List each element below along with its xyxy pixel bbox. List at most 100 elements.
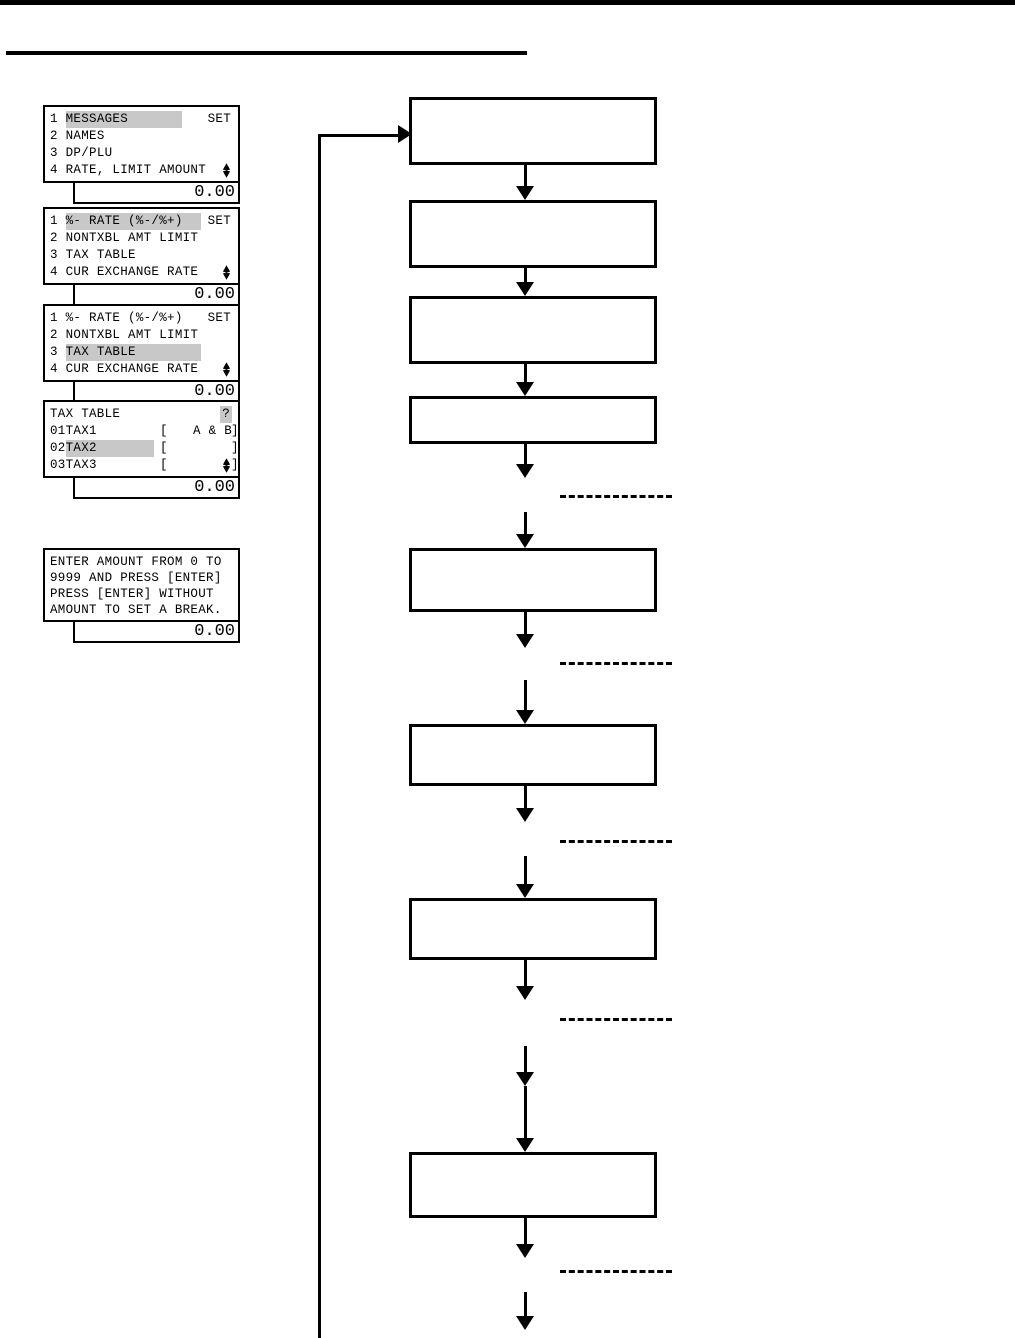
prompt-line: AMOUNT TO SET A BREAK. — [50, 603, 222, 617]
menu-row[interactable]: 3 DP/PLU — [50, 145, 233, 162]
flow-arrow-stem — [524, 612, 527, 636]
tax-row-value: [ — [160, 441, 168, 455]
tax-row-label: TAX3 — [65, 458, 97, 472]
menu-row-number: 3 — [50, 146, 66, 160]
amount-value: 0.00 — [194, 622, 235, 641]
flow-arrow-head — [516, 1072, 534, 1086]
menu-row-number: 1 — [50, 214, 66, 228]
menu-row[interactable]: 3 TAX TABLE — [50, 344, 233, 361]
flow-arrow-stem — [524, 1046, 527, 1074]
help-icon[interactable]: ? — [220, 406, 232, 423]
tax-row-label: TAX1 — [65, 424, 97, 438]
menu-row[interactable]: 4 RATE, LIMIT AMOUNT — [50, 162, 233, 179]
flow-arrow-head — [516, 986, 534, 1000]
menu-row-set-label: SET — [207, 214, 231, 228]
menu-row[interactable]: 2 NONTXBL AMT LIMIT — [50, 327, 233, 344]
menu-row-label: DP/PLU — [65, 146, 113, 160]
scroll-up-down-icon[interactable] — [222, 362, 231, 377]
amount-value: 0.00 — [194, 382, 235, 401]
flow-step-box[interactable] — [409, 898, 657, 960]
tax-table-row[interactable]: 02TAX2[] — [50, 440, 239, 457]
flow-arrow-stem — [524, 856, 527, 886]
flow-section-divider — [560, 662, 672, 665]
menu-row-label: CUR EXCHANGE RATE — [65, 265, 199, 279]
tax-table-row[interactable]: 03TAX3[] — [50, 457, 239, 474]
flow-arrow-stem — [524, 165, 527, 188]
menu-row[interactable]: 4 CUR EXCHANGE RATE — [50, 361, 233, 378]
flow-arrow-head — [516, 1316, 534, 1330]
amount-bar: 0.00 — [73, 285, 240, 306]
flow-step-box[interactable] — [409, 396, 657, 444]
menu-row-label: NAMES — [65, 129, 105, 143]
prompt-line: ENTER AMOUNT FROM 0 TO — [50, 555, 222, 569]
flow-arrow-stem — [524, 1218, 527, 1246]
flow-arrow-head — [516, 634, 534, 648]
flow-arrow-stem — [524, 960, 527, 988]
flow-arrow-stem — [524, 1086, 527, 1140]
amount-value: 0.00 — [194, 183, 235, 202]
menu-row-label: RATE, LIMIT AMOUNT — [65, 163, 207, 177]
menu-row-label: %- RATE (%-/%+) — [65, 213, 201, 230]
menu-row-label: %- RATE (%-/%+) — [65, 311, 183, 325]
flow-arrow-stem — [524, 268, 527, 284]
flow-step-box[interactable] — [409, 724, 657, 786]
tax-row-bracket-close: ] — [231, 424, 239, 438]
tax-table-list-display[interactable]: TAX TABLE?01TAX1[A & B]02TAX2 [] 03TAX3[] — [43, 400, 240, 478]
flow-arrow-stem — [524, 364, 527, 384]
flow-step-box[interactable] — [409, 97, 657, 165]
amount-bar: 0.00 — [73, 478, 240, 499]
tax-row-number: 03 — [50, 458, 66, 472]
menu-row[interactable]: 2 NAMES — [50, 128, 233, 145]
flow-entry-arrowhead — [398, 125, 412, 143]
menu-row-number: 4 — [50, 362, 66, 376]
flow-section-divider — [560, 840, 672, 843]
menu-row-number: 2 — [50, 328, 66, 342]
flow-section-divider — [560, 1018, 672, 1021]
prompt-line: 9999 AND PRESS [ENTER] — [50, 571, 222, 585]
menu-row-set-label: SET — [207, 112, 231, 126]
flow-arrow-head — [516, 1244, 534, 1258]
scroll-up-down-icon[interactable] — [222, 163, 231, 178]
flow-arrow-head — [516, 282, 534, 296]
flow-arrow-head — [516, 884, 534, 898]
tax-row-number: 02 — [50, 441, 66, 455]
menu-row[interactable]: 3 TAX TABLE — [50, 247, 233, 264]
flow-step-box[interactable] — [409, 1152, 657, 1218]
menu-row-number: 4 — [50, 163, 66, 177]
flow-arrow-head — [516, 382, 534, 396]
section-header-rule — [6, 51, 527, 55]
flow-arrow-head — [516, 464, 534, 478]
flow-step-box[interactable] — [409, 548, 657, 612]
flow-arrow-stem — [524, 1292, 527, 1318]
enter-amount-prompt-display: ENTER AMOUNT FROM 0 TO 9999 AND PRESS [EN… — [43, 548, 240, 622]
menu-row[interactable]: 2 NONTXBL AMT LIMIT — [50, 230, 233, 247]
menu-row-number: 2 — [50, 231, 66, 245]
flow-arrow-head — [516, 534, 534, 548]
menu-row-label: CUR EXCHANGE RATE — [65, 362, 199, 376]
menu-row-number: 2 — [50, 129, 66, 143]
amount-value: 0.00 — [194, 285, 235, 304]
menu-row-set-label: SET — [207, 311, 231, 325]
menu-row[interactable]: 1 %- RATE (%-/%+) SET — [50, 213, 233, 230]
menu-row[interactable]: 1 %- RATE (%-/%+)SET — [50, 310, 233, 327]
scroll-up-down-icon[interactable] — [222, 265, 231, 280]
flow-step-box[interactable] — [409, 200, 657, 268]
menu-row-label: TAX TABLE — [65, 248, 136, 262]
scroll-up-down-icon[interactable] — [222, 458, 231, 473]
tax-table-title-row: TAX TABLE? — [50, 406, 233, 423]
flow-arrow-head — [516, 808, 534, 822]
page-top-rule — [0, 0, 1015, 5]
tax-row-label: TAX2 — [65, 440, 154, 457]
flow-arrow-head — [516, 1138, 534, 1152]
tax-table-row[interactable]: 01TAX1[A & B] — [50, 423, 239, 440]
flow-arrow-head — [516, 710, 534, 724]
menu-row[interactable]: 4 CUR EXCHANGE RATE — [50, 264, 233, 281]
flow-step-box[interactable] — [409, 296, 657, 364]
amount-value: 0.00 — [194, 478, 235, 497]
flow-entry-vertical-line — [318, 134, 321, 1338]
